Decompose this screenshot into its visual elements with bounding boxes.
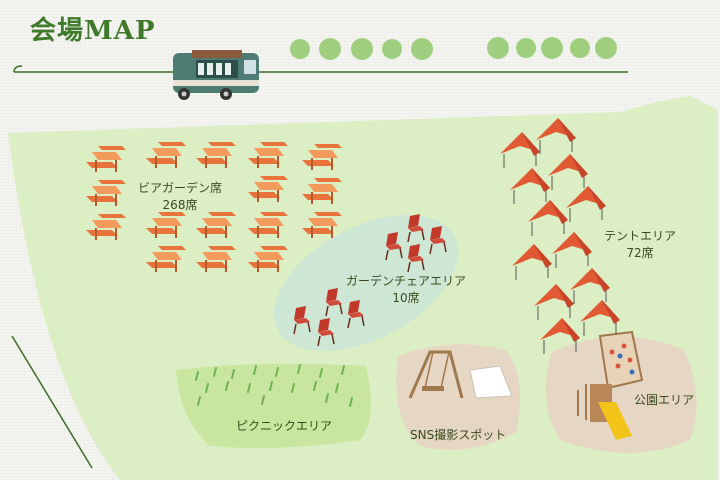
picnic-table	[248, 212, 288, 238]
tent	[512, 244, 552, 280]
tent-name: テントエリア	[604, 229, 677, 243]
picnic-table	[248, 246, 288, 272]
tent	[548, 154, 588, 190]
park-name: 公園エリア	[634, 393, 695, 407]
tent-seats: 72席	[626, 246, 654, 260]
sns-label: SNS撮影スポット	[410, 427, 506, 444]
picnic-table	[196, 142, 236, 168]
park-label: 公園エリア	[634, 392, 694, 409]
beer-garden-seats: 268席	[162, 198, 198, 212]
garden-chair	[429, 226, 447, 255]
tent-label: テントエリア 72席	[604, 228, 676, 262]
garden-chair-name: ガーデンチェアエリア	[346, 274, 467, 288]
garden-chair	[317, 318, 335, 347]
picnic-label: ピクニックエリア	[236, 418, 332, 435]
picnic-table	[146, 246, 186, 272]
picnic-table	[196, 246, 236, 272]
tent	[534, 284, 574, 320]
garden-chairs	[293, 214, 447, 347]
park-area	[545, 336, 697, 453]
tent	[528, 200, 568, 236]
tents	[500, 118, 620, 354]
tent	[570, 268, 610, 304]
garden-chair	[293, 306, 311, 335]
diagonal-path	[11, 335, 93, 469]
beer-garden-label: ビアガーデン席 268席	[138, 180, 222, 214]
tent	[500, 132, 540, 168]
picnic-table	[146, 212, 186, 238]
tent	[580, 300, 620, 336]
picnic-table	[248, 176, 288, 202]
grass-tufts	[195, 364, 353, 407]
picnic-name: ピクニックエリア	[236, 419, 333, 433]
garden-chair	[407, 244, 425, 273]
playground	[577, 330, 644, 440]
slide	[598, 402, 632, 440]
picnic-table	[86, 180, 126, 206]
sns-name: SNS撮影スポット	[410, 428, 507, 442]
tent	[566, 186, 606, 222]
garden-chair	[325, 288, 343, 317]
road-curve	[13, 65, 23, 73]
picnic-table	[302, 178, 342, 204]
beer-garden-name: ビアガーデン席	[138, 181, 223, 195]
tent	[536, 118, 576, 154]
swing	[408, 350, 464, 399]
tent	[552, 232, 592, 268]
garden-chair-label: ガーデンチェアエリア 10席	[346, 273, 466, 307]
hedge-bushes	[290, 37, 617, 60]
picnic-table	[146, 142, 186, 168]
picnic-table	[196, 212, 236, 238]
garden-chair	[347, 300, 365, 329]
picnic-table	[302, 144, 342, 170]
picnic-table	[86, 146, 126, 172]
food-truck	[173, 50, 259, 100]
picnic-table	[302, 212, 342, 238]
picnic-table	[248, 142, 288, 168]
garden-chair	[385, 232, 403, 261]
page-title: 会場MAP	[30, 16, 156, 46]
picnic-area	[176, 363, 371, 448]
garden-chair-seats: 10席	[392, 291, 420, 305]
tent	[540, 318, 580, 354]
picnic-table	[86, 214, 126, 240]
photo-board	[469, 365, 513, 399]
garden-chair	[407, 214, 425, 243]
tent	[510, 168, 550, 204]
beer-garden-tables	[86, 142, 342, 272]
